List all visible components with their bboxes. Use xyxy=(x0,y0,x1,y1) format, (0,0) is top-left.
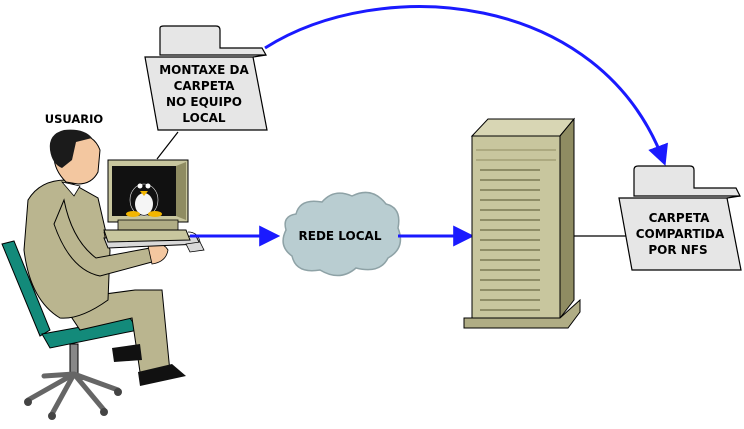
local-mount-folder: MONTAXE DA CARPETA NO EQUIPO LOCAL xyxy=(144,25,268,131)
mouse-icon xyxy=(185,241,205,253)
tux-monitor-icon xyxy=(103,159,191,243)
mount-arrow xyxy=(264,5,668,166)
network-cloud-icon: REDE LOCAL xyxy=(282,191,402,277)
shared-folder: CARPETA COMPARTIDA POR NFS xyxy=(618,165,742,271)
network-label: REDE LOCAL xyxy=(299,229,382,243)
shared-folder-label-3: POR NFS xyxy=(648,243,707,257)
person-at-computer-icon xyxy=(1,129,201,420)
local-mount-label-2: CARPETA xyxy=(174,79,236,93)
local-mount-label-3: NO EQUIPO xyxy=(166,95,242,109)
local-mount-label-1: MONTAXE DA xyxy=(159,63,249,77)
shared-folder-label-1: CARPETA xyxy=(649,211,711,225)
server-tower-icon xyxy=(463,117,581,329)
folder-icon-shared xyxy=(633,165,741,197)
folder-icon xyxy=(159,25,268,56)
shared-folder-label-2: COMPARTIDA xyxy=(636,227,725,241)
user-label: USUARIO xyxy=(45,112,104,126)
local-mount-label-4: LOCAL xyxy=(182,111,226,125)
